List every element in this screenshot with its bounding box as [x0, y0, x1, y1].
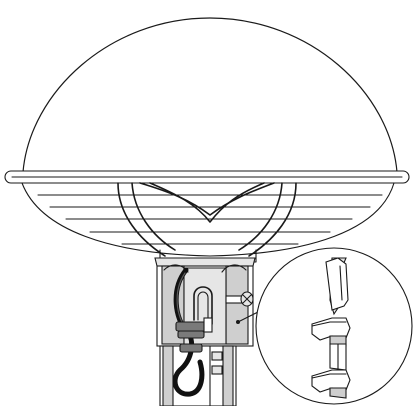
spring-clip-icon — [311, 257, 351, 399]
mounting-bracket — [154, 257, 256, 406]
u-bolt — [193, 286, 213, 325]
wire-cage — [21, 182, 395, 263]
bracket-tab — [211, 351, 223, 361]
bracket-tab-lower — [211, 365, 223, 375]
screw-icon — [225, 291, 254, 307]
cable-clamp — [175, 317, 213, 353]
dome-shell — [22, 17, 398, 173]
detail-pointer-dot — [236, 320, 240, 324]
